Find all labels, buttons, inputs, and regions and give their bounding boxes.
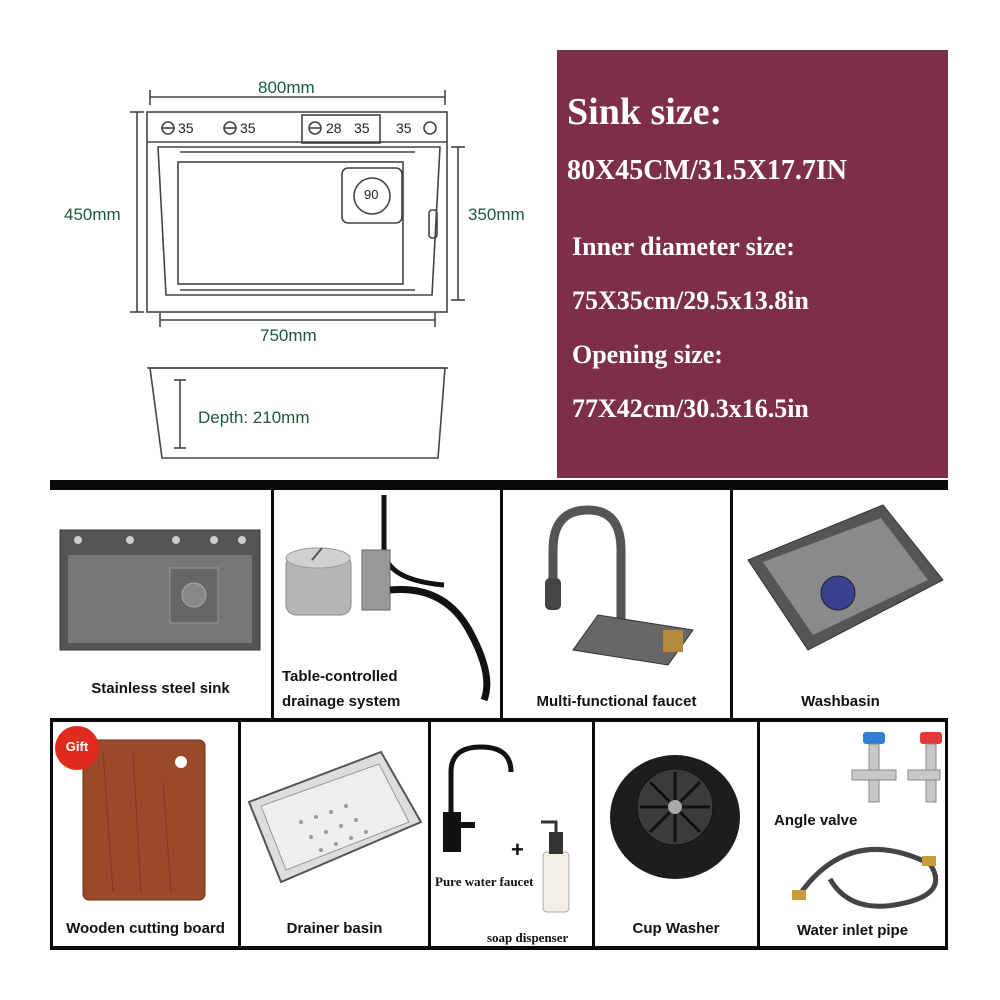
row1-divider-3 xyxy=(730,490,733,720)
gift-badge: Gift xyxy=(55,726,99,770)
sink-outline-drawing xyxy=(130,90,465,459)
product-cup-washer: Cup Washer xyxy=(595,722,757,946)
row2-bottom-bar xyxy=(50,946,948,950)
angle-valve-image xyxy=(851,732,942,803)
product-pure-water-faucet: + Pure water faucet soap dispenser xyxy=(431,722,592,946)
inner-size-title: Inner diameter size: xyxy=(572,232,795,261)
row1-divider-1 xyxy=(271,490,274,720)
product-angle-valve-inlet-pipe: Angle valve Water inlet pipe xyxy=(760,722,945,946)
cutting-board-label: Wooden cutting board xyxy=(66,920,225,937)
opening-size-value: 77X42cm/30.3x16.5in xyxy=(572,394,809,423)
row1-bottom-bar xyxy=(50,718,948,722)
drainage-label-line1: Table-controlled xyxy=(282,668,398,685)
pure-water-faucet-image xyxy=(443,744,570,913)
drainage-label-line2: drainage system xyxy=(282,693,401,710)
stainless-sink-label: Stainless steel sink xyxy=(91,680,230,697)
cup-washer-label: Cup Washer xyxy=(632,920,720,937)
cutting-board-image xyxy=(82,739,206,901)
soap-dispenser-label: soap dispenser xyxy=(487,930,569,945)
spec-panel: Sink size: 80X45CM/31.5X17.7IN Inner dia… xyxy=(557,50,948,478)
product-drainer-basin: Drainer basin xyxy=(241,722,428,946)
cup-washer-image xyxy=(610,755,740,879)
height-right-label: 350mm xyxy=(468,205,525,224)
drainer-basin-label: Drainer basin xyxy=(286,920,383,937)
product-washbasin: Washbasin xyxy=(733,490,948,718)
sink-size-value: 80X45CM/31.5X17.7IN xyxy=(567,155,847,186)
plus-sign: + xyxy=(511,837,524,862)
row2-divider-1 xyxy=(238,722,241,950)
width-top-label: 800mm xyxy=(258,78,315,97)
row1-divider-2 xyxy=(500,490,503,720)
stainless-sink-image xyxy=(59,529,261,651)
dimension-drawing: 800mm 450mm 350mm 750mm Depth: 210mm 35 … xyxy=(50,50,555,478)
depth-label: Depth: 210mm xyxy=(198,408,310,427)
height-left-label: 450mm xyxy=(64,205,121,224)
row2-divider-3 xyxy=(592,722,595,950)
opening-size-title: Opening size: xyxy=(572,340,723,369)
product-stainless-sink: Stainless steel sink xyxy=(50,490,271,718)
washbasin-label: Washbasin xyxy=(801,693,880,710)
inner-size-value: 75X35cm/29.5x13.8in xyxy=(572,286,809,315)
hole-label-2: 35 xyxy=(240,120,256,136)
faucet-image xyxy=(545,505,694,666)
row2-right-bar xyxy=(945,722,948,950)
hole-label-4: 35 xyxy=(354,120,370,136)
inlet-pipe-label: Water inlet pipe xyxy=(796,922,909,939)
drain-label: 90 xyxy=(364,187,379,202)
row2-left-bar xyxy=(50,722,53,950)
angle-valve-label: Angle valve xyxy=(774,812,858,829)
drainage-image xyxy=(285,495,491,702)
row1-top-bar xyxy=(50,480,948,490)
faucet-label: Multi-functional faucet xyxy=(536,693,697,710)
product-faucet: Multi-functional faucet xyxy=(503,490,730,718)
sink-size-title: Sink size: xyxy=(567,91,723,133)
row2-divider-2 xyxy=(428,722,431,950)
row2-divider-4 xyxy=(757,722,760,950)
pure-water-faucet-label: Pure water faucet xyxy=(435,874,534,889)
hole-label-1: 35 xyxy=(178,120,194,136)
hole-label-3: 28 xyxy=(326,120,342,136)
product-drainage-system: Table-controlled drainage system xyxy=(274,490,500,718)
hole-label-5: 35 xyxy=(396,120,412,136)
product-cutting-board: Gift Wooden cutting board xyxy=(53,722,238,946)
washbasin-image xyxy=(747,504,944,651)
gift-badge-text: Gift xyxy=(65,739,89,754)
width-bottom-label: 750mm xyxy=(260,326,317,345)
drainer-basin-image xyxy=(247,750,423,884)
inlet-pipe-image xyxy=(792,847,939,909)
